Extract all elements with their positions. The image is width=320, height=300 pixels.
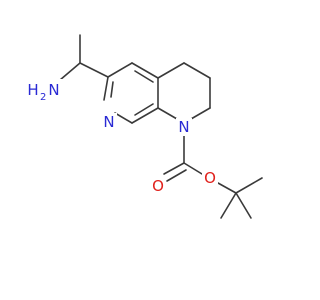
bond (110, 81, 114, 98)
ester-oxygen: O (202, 169, 218, 187)
bond (183, 162, 203, 175)
bond (235, 177, 263, 194)
amine-group: H 2 N (23, 79, 63, 103)
ring-n-label: N (103, 113, 114, 131)
amine-subscript: 2 (40, 92, 46, 103)
bond (190, 107, 211, 120)
carbamate-n-label: N (178, 118, 189, 136)
molecule-diagram: H 2 N N N O O (23, 34, 263, 219)
bond (131, 107, 159, 124)
structure-canvas: H 2 N N N O O (23, 34, 263, 219)
bond (235, 192, 252, 219)
bond-layer (59, 34, 263, 219)
bond (134, 103, 154, 116)
bond (79, 62, 109, 78)
bond (163, 162, 185, 175)
carbonyl-oxygen: O (150, 177, 166, 195)
bond (107, 62, 133, 78)
bond (217, 182, 237, 194)
amine-h-label: H (27, 81, 38, 99)
bond (220, 192, 237, 219)
bond (59, 62, 81, 81)
bond (134, 70, 154, 83)
bond (157, 62, 185, 79)
bond (114, 112, 133, 124)
ester-o-label: O (204, 169, 216, 187)
carbamate-nitrogen: N (176, 118, 192, 136)
carbonyl-o-label: O (152, 177, 164, 195)
bond (131, 62, 159, 79)
ring-nitrogen: N (101, 113, 117, 131)
amine-n-label: N (48, 81, 59, 99)
bond (166, 169, 187, 182)
bond (183, 62, 211, 79)
bond (103, 76, 109, 101)
bond (157, 107, 178, 120)
